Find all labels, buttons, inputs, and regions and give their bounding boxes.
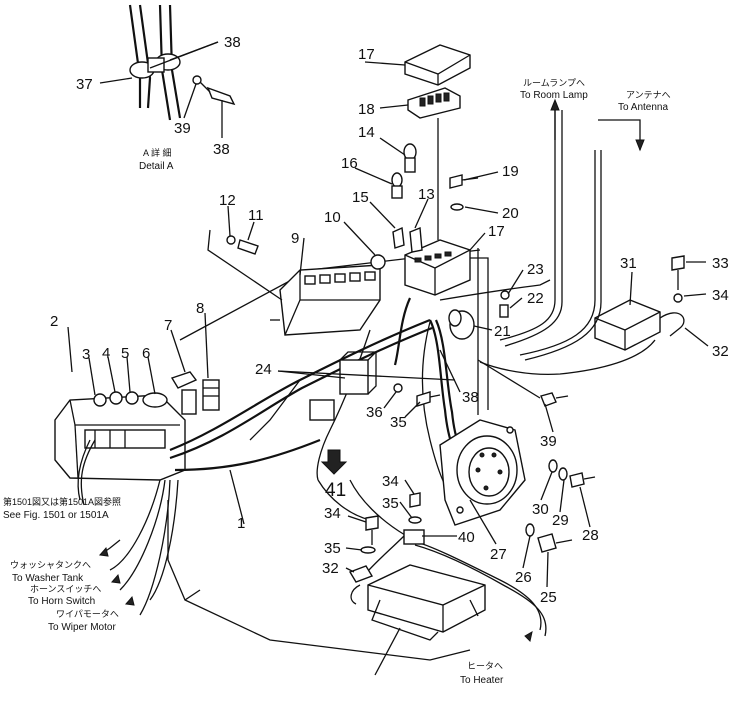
relay-cover <box>404 44 471 86</box>
see-fig-label: See Fig. 1501 or 1501A <box>3 510 109 521</box>
see-fig-label-jp: 第1501図又は第1501A図参照 <box>3 496 121 507</box>
relay-box <box>404 239 471 296</box>
callouts: 1 2 3 4 5 6 7 8 9 10 11 12 13 14 15 16 1… <box>50 34 729 606</box>
callout-34-bottom: 34 <box>324 505 341 522</box>
callout-41: 40 <box>458 529 475 546</box>
room-lamp-label: To Room Lamp <box>520 90 588 101</box>
callout-34-mid: 34 <box>382 473 399 490</box>
fuse-box <box>270 264 381 336</box>
callout-35-right: 34 <box>712 287 729 304</box>
callout-32-right: 32 <box>712 343 729 360</box>
connector-18 <box>407 87 461 119</box>
callout-17-top: 17 <box>358 46 375 63</box>
callout-21: 21 <box>494 323 511 340</box>
callout-36: 35 <box>390 414 407 431</box>
screw-11-washer-12 <box>207 229 283 301</box>
callout-17-relay: 17 <box>488 223 505 240</box>
callout-9: 9 <box>291 230 299 247</box>
heater-harness <box>317 479 547 637</box>
callout-32-bottom: 32 <box>322 560 339 577</box>
room-lamp-label-jp: ルームランプへ <box>523 78 585 88</box>
callout-6: 6 <box>142 345 150 362</box>
callout-35-bottom: 35 <box>324 540 341 557</box>
detail-a-clamp-drawing <box>128 4 236 121</box>
view-arrow-a <box>320 449 348 475</box>
fan-motor <box>439 419 526 526</box>
bolt-39 <box>477 359 569 407</box>
callout-20: 20 <box>502 205 519 222</box>
callout-25: 25 <box>540 589 557 606</box>
callout-37: 36 <box>366 404 383 421</box>
detail-a-label-jp: A 詳 細 <box>143 147 172 158</box>
callout-35-mid: 35 <box>382 495 399 512</box>
hardware-32-35-bottom <box>348 492 422 605</box>
callout-28: 28 <box>582 527 599 544</box>
callout-15: 15 <box>352 189 369 206</box>
leader-lines <box>67 41 709 676</box>
callout-23: 23 <box>527 261 544 278</box>
antenna-label: To Antenna <box>618 102 668 113</box>
socket-21 <box>448 309 475 340</box>
callout-4: 4 <box>102 345 110 362</box>
callout-31: 31 <box>620 255 637 272</box>
external-lead-arrows <box>99 98 645 642</box>
screw-19-washer-20 <box>449 174 479 211</box>
callout-24: 24 <box>255 361 272 378</box>
wiper-motor-label-jp: ワイパモータへ <box>56 609 119 619</box>
callout-7: 7 <box>164 317 172 334</box>
callout-10: 10 <box>324 209 341 226</box>
callout-38-top: 38 <box>224 34 241 51</box>
callout-30: 30 <box>532 501 549 518</box>
callout-12: 12 <box>219 192 236 209</box>
horn-switch-label: To Horn Switch <box>28 596 95 607</box>
callout-29: 29 <box>552 512 569 529</box>
detail-a-label: Detail A <box>139 161 174 172</box>
connectors-7-8 <box>170 371 220 415</box>
callout-39-main: 39 <box>540 433 557 450</box>
washer-tank-label: To Washer Tank <box>12 573 84 584</box>
callout-39-detail: 38 <box>213 141 230 158</box>
callout-27: 27 <box>490 546 507 563</box>
callout-19: 19 <box>502 163 519 180</box>
bolt-36-washer-37 <box>393 383 441 407</box>
callout-26: 26 <box>515 569 532 586</box>
callout-5: 5 <box>121 345 129 362</box>
callout-3: 3 <box>82 346 90 363</box>
heater-label-jp: ヒータへ <box>467 661 503 671</box>
callout-8: 8 <box>196 300 204 317</box>
wiper-motor-label: To Wiper Motor <box>48 622 116 633</box>
callout-11: 11 <box>248 207 264 224</box>
callout-view-a: 41 <box>325 480 346 501</box>
callout-13: 13 <box>418 186 435 203</box>
screws-22-23 <box>499 290 510 318</box>
callout-16: 16 <box>341 155 358 172</box>
callout-1: 1 <box>237 515 245 532</box>
callout-14: 14 <box>358 124 375 141</box>
switch-components <box>370 143 423 270</box>
hardware-25-30 <box>525 459 596 553</box>
callout-40: 39 <box>174 120 191 137</box>
callout-18: 18 <box>358 101 375 118</box>
controller-31 <box>479 255 685 376</box>
reference-labels: A 詳 細 Detail A ルームランプへ To Room Lamp アンテナ… <box>3 78 671 686</box>
callout-2: 2 <box>50 313 58 330</box>
control-box <box>54 391 186 481</box>
callout-38-main: 38 <box>462 389 479 406</box>
horn-switch-label-jp: ホーンスイッチへ <box>30 584 101 594</box>
antenna-label-jp: アンテナへ <box>626 90 671 100</box>
heater-label: To Heater <box>460 675 504 686</box>
callout-22: 22 <box>527 290 544 307</box>
relay-24 <box>309 351 378 421</box>
relay-box-33 <box>367 564 486 641</box>
washer-tank-label-jp: ウォッシャタンクへ <box>10 560 91 570</box>
callout-38-left: 37 <box>76 76 93 93</box>
callout-34-right: 33 <box>712 255 729 272</box>
